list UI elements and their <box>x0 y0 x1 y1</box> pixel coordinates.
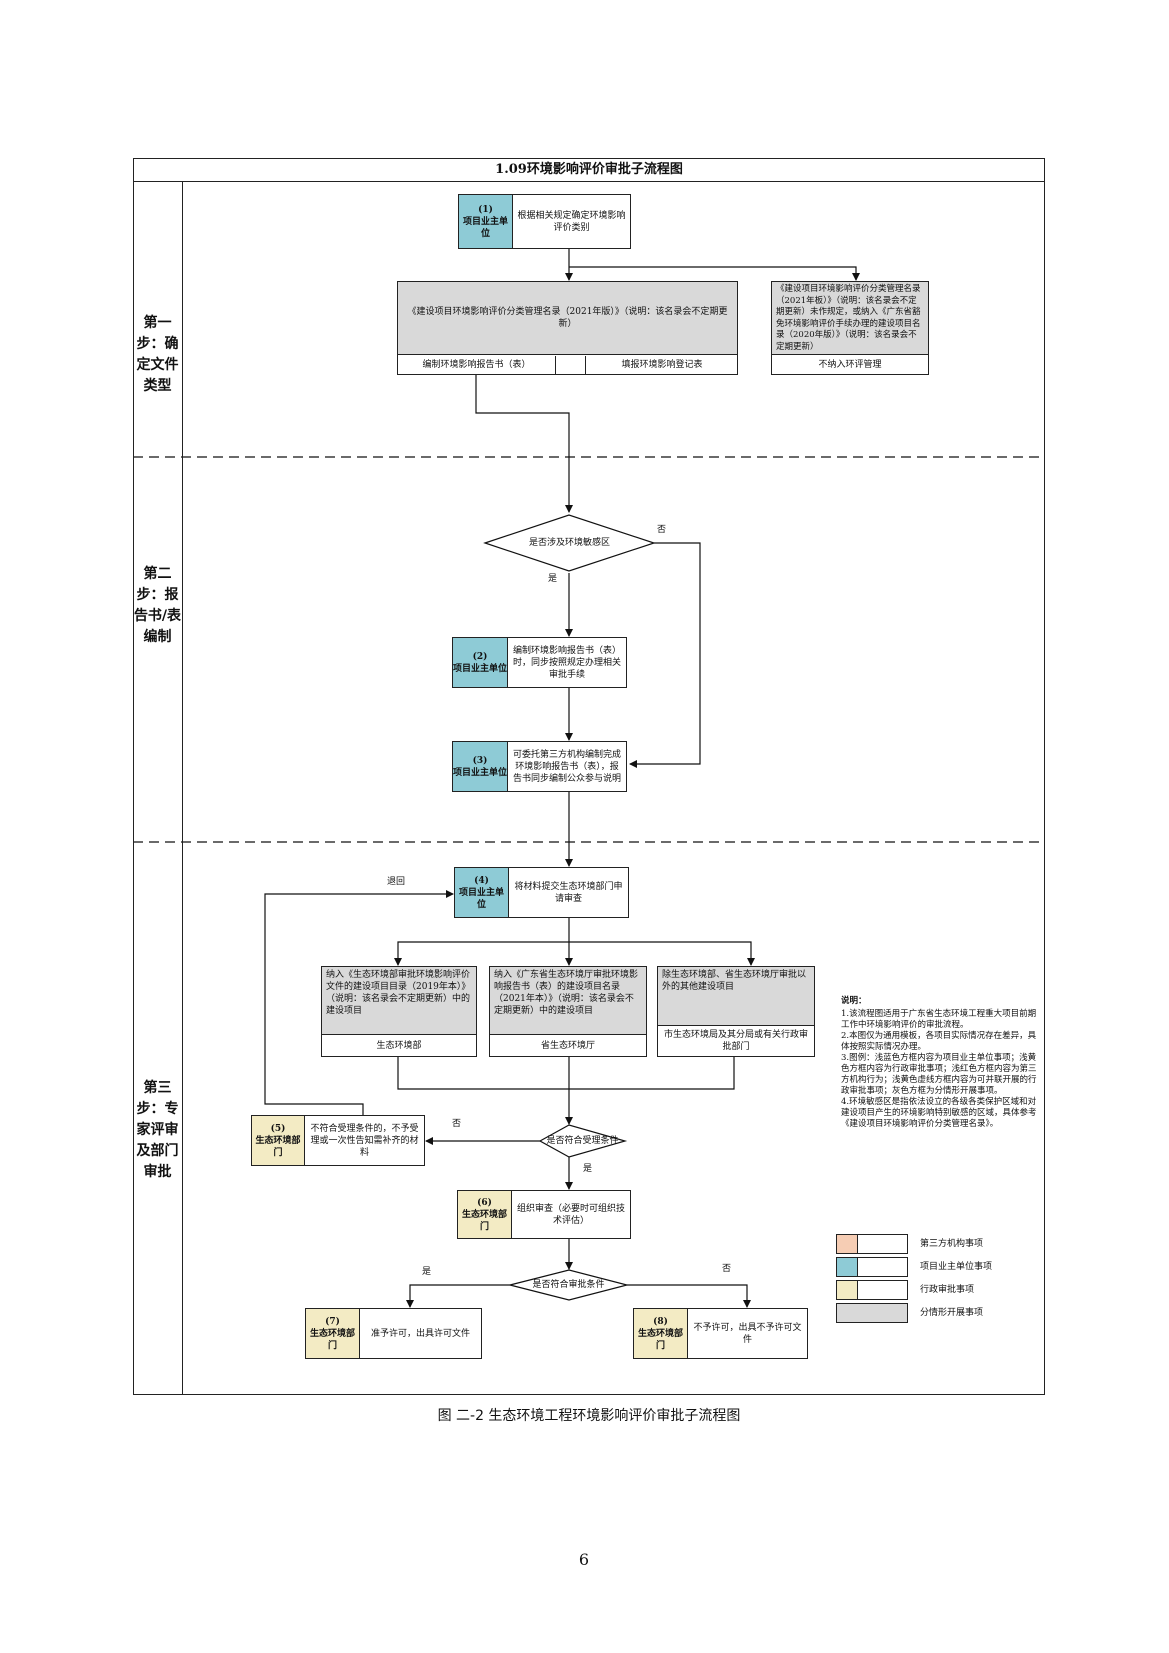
node-2-role: (2)项目业主单位 <box>453 638 508 687</box>
note-item: 2.本图仅为通用模板，各项目实际情况存在差异，具体按照实际情况办理。 <box>841 1031 1037 1052</box>
figure-caption: 图 二-2 生态环境工程环境影响评价审批子流程图 <box>437 1408 741 1424</box>
node-7-role: (7)生态环境部门 <box>306 1309 360 1358</box>
decision-3-text: 是否符合审批条件 <box>532 1280 605 1290</box>
branch-province-text: 纳入《广东省生态环境厅审批环境影响报告书（表）的建设项目名录（2021年本）》（… <box>490 967 646 1035</box>
node-7-text: 准予许可，出具许可文件 <box>370 1328 470 1339</box>
exempt-text: 《建设项目环境影响评价分类管理名录（2021年板）》（说明：该名录会不定期更新）… <box>772 282 928 355</box>
outer-frame <box>133 158 1045 1395</box>
legend-swatch-conditional <box>836 1303 908 1323</box>
branch-city: 除生态环境部、省生态环境厅审批以外的其他建设项目 市生态环境局及其分局或有关行政… <box>657 966 815 1057</box>
decision-2-yes: 是 <box>583 1164 593 1174</box>
node-8-text: 不予许可，出具不予许可文件 <box>693 1322 802 1345</box>
legend-item: 行政审批事项 <box>836 1279 1036 1301</box>
note-item: 4.环境敏感区是指依法设立的各级各类保护区域和对建设项目产生的环境影响特别敏感的… <box>841 1097 1037 1129</box>
branch-province-authority: 省生态环境厅 <box>540 1040 595 1051</box>
branch-city-authority: 市生态环境局及其分局或有关行政审批部门 <box>663 1030 808 1052</box>
decision-1-text: 是否涉及环境敏感区 <box>528 538 610 548</box>
step-column-divider <box>182 181 183 1395</box>
decision-2-no: 否 <box>452 1119 462 1129</box>
decision-acceptance <box>538 1124 628 1158</box>
decision-sensitive-area <box>483 514 656 572</box>
category-box: 《建设项目环境影响评价分类管理名录（2021年版）》（说明：该名录会不定期更新）… <box>397 281 738 375</box>
node-4-role: (4)项目业主单位 <box>455 868 509 917</box>
node-3-text: 可委托第三方机构编制完成环境影响报告书（表），报告书同步编制公众参与说明 <box>512 749 621 784</box>
node-6: (6)生态环境部门 组织审查（必要时可组织技术评估） <box>457 1190 631 1239</box>
node-8-role: (8)生态环境部门 <box>634 1309 688 1358</box>
note-item: 1.该流程图适用于广东省生态环境工程重大项目前期工作中环境影响评价的审批流程。 <box>841 1009 1037 1030</box>
node-8: (8)生态环境部门 不予许可，出具不予许可文件 <box>633 1308 808 1359</box>
node-6-text: 组织审查（必要时可组织技术评估） <box>516 1203 625 1226</box>
legend-swatch-approval <box>836 1280 908 1300</box>
node-5-text: 不符合受理条件的，不予受理或一次性告知需补齐的材料 <box>310 1123 419 1158</box>
node-2-text: 编制环境影响报告书（表）时，同步按照规定办理相关审批手续 <box>512 645 621 680</box>
node-4: (4)项目业主单位 将材料提交生态环境部门申请审查 <box>454 867 629 918</box>
decision-2-text: 是否符合受理条件 <box>546 1136 619 1146</box>
notes-panel: 说明： 1.该流程图适用于广东省生态环境工程重大项目前期工作中环境影响评价的审批… <box>841 996 1037 1130</box>
decision-1-yes: 是 <box>548 574 558 584</box>
step-1-label: 第一步：确定文件类型 <box>136 315 179 394</box>
category-right-option: 填报环境影响登记表 <box>585 356 738 374</box>
node-2: (2)项目业主单位 编制环境影响报告书（表）时，同步按照规定办理相关审批手续 <box>452 637 627 688</box>
branch-province: 纳入《广东省生态环境厅审批环境影响报告书（表）的建设项目名录（2021年本）》（… <box>489 966 647 1057</box>
exempt-box: 《建设项目环境影响评价分类管理名录（2021年板）》（说明：该名录会不定期更新）… <box>771 281 929 375</box>
page-number: 6 <box>578 1550 590 1569</box>
legend-swatch-third-party <box>836 1234 908 1254</box>
note-item: 3.图例：浅蓝色方框内容为项目业主单位事项；浅黄色方框内容为行政审批事项；浅红色… <box>841 1053 1037 1096</box>
legend: 第三方机构事项 项目业主单位事项 行政审批事项 分情形开展事项 <box>836 1233 1036 1324</box>
legend-item: 第三方机构事项 <box>836 1233 1036 1255</box>
decision-1-no: 否 <box>657 525 667 535</box>
legend-label: 行政审批事项 <box>920 1285 975 1295</box>
flowchart-title: 1.09环境影响评价审批子流程图 <box>495 162 683 177</box>
node-1: (1)项目业主单位 根据相关规定确定环境影响评价类别 <box>458 194 631 249</box>
node-3-role: (3)项目业主单位 <box>453 742 508 791</box>
branch-ministry-text: 纳入《生态环境部审批环境影响评价文件的建设项目目录（2019年本）》（说明：该名… <box>322 967 476 1035</box>
decision-3-no: 否 <box>722 1264 732 1274</box>
node-6-role: (6)生态环境部门 <box>458 1191 512 1238</box>
legend-item: 项目业主单位事项 <box>836 1256 1036 1278</box>
notes-title: 说明： <box>841 996 867 1006</box>
node-3: (3)项目业主单位 可委托第三方机构编制完成环境影响报告书（表），报告书同步编制… <box>452 741 627 792</box>
title-divider <box>133 181 1045 182</box>
category-left-option: 编制环境影响报告书（表） <box>398 356 556 374</box>
step-3-label: 第三步：专家评审及部门审批 <box>136 1080 179 1180</box>
branch-city-text: 除生态环境部、省生态环境厅审批以外的其他建设项目 <box>658 967 814 1026</box>
node-7: (7)生态环境部门 准予许可，出具许可文件 <box>305 1308 482 1359</box>
node-1-text: 根据相关规定确定环境影响评价类别 <box>517 210 626 233</box>
node-1-role: (1)项目业主单位 <box>459 195 513 248</box>
step-2-label: 第二步：报告书/表编制 <box>133 566 182 645</box>
node-5: (5)生态环境部门 不符合受理条件的，不予受理或一次性告知需补齐的材料 <box>251 1115 425 1166</box>
node-4-text: 将材料提交生态环境部门申请审查 <box>514 881 623 904</box>
decision-3-yes: 是 <box>422 1267 432 1277</box>
legend-swatch-owner <box>836 1257 908 1277</box>
legend-item: 分情形开展事项 <box>836 1302 1036 1324</box>
legend-label: 分情形开展事项 <box>920 1308 984 1318</box>
node-5-role: (5)生态环境部门 <box>252 1116 305 1165</box>
decision-approval <box>509 1269 630 1301</box>
exempt-bottom: 不纳入环评管理 <box>818 359 882 370</box>
branch-ministry-authority: 生态环境部 <box>376 1040 422 1051</box>
legend-label: 项目业主单位事项 <box>920 1262 993 1272</box>
return-label: 退回 <box>387 877 406 887</box>
category-text: 《建设项目环境影响评价分类管理名录（2021年版）》（说明：该名录会不定期更新） <box>398 282 737 355</box>
branch-ministry: 纳入《生态环境部审批环境影响评价文件的建设项目目录（2019年本）》（说明：该名… <box>321 966 477 1057</box>
legend-label: 第三方机构事项 <box>920 1239 984 1249</box>
